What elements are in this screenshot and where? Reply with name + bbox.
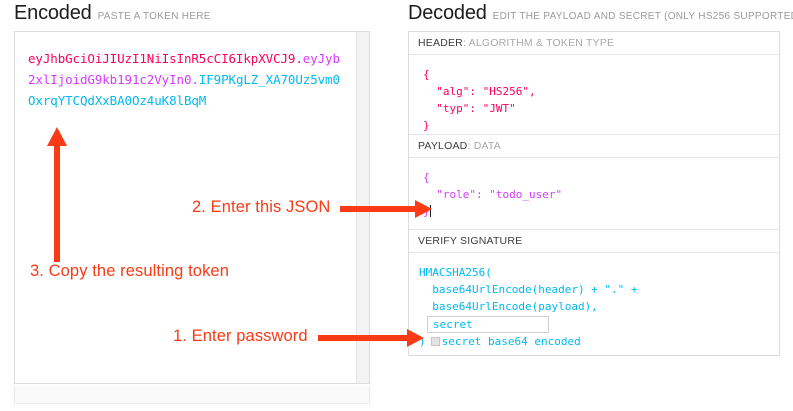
encoded-heading: Encoded PASTE A TOKEN HERE xyxy=(14,2,211,25)
token-header-segment: eyJhbGciOiJIUzI1NiIsInR5cCI6IkpXVCJ9 xyxy=(28,51,296,66)
payload-section-label: PAYLOAD: DATA xyxy=(409,135,779,158)
arrow-head xyxy=(47,127,67,146)
signature-formula: HMACSHA256( base64UrlEncode(header) + ".… xyxy=(409,253,779,355)
token-separator-2: . xyxy=(191,72,199,87)
hmac-line-3: base64UrlEncode(payload), xyxy=(419,300,598,313)
annotation-2-label: 2. Enter this JSON xyxy=(192,198,331,216)
decoded-panel: HEADER: ALGORITHM & TOKEN TYPE { "alg": … xyxy=(408,31,780,356)
decoded-title: Decoded xyxy=(408,2,487,24)
signature-section-label: VERIFY SIGNATURE xyxy=(409,230,779,253)
signature-section: VERIFY SIGNATURE HMACSHA256( base64UrlEn… xyxy=(409,230,779,355)
payload-json-editor[interactable]: { "role": "todo_user" } xyxy=(409,158,779,229)
token-payload-segment: eyJyb2xlIjoidG9kb191c2VyIn0 xyxy=(28,51,340,87)
header-label-strong: HEADER xyxy=(418,37,463,49)
arrow-head xyxy=(415,200,432,218)
signature-label-strong: VERIFY SIGNATURE xyxy=(418,235,523,247)
hmac-line-1: HMACSHA256( xyxy=(419,266,492,279)
payload-section: PAYLOAD: DATA { "role": "todo_user" } xyxy=(409,135,779,230)
token-separator-1: . xyxy=(295,51,303,66)
encoded-title: Encoded xyxy=(14,2,92,24)
arrow-shaft xyxy=(340,206,416,212)
arrow-shaft xyxy=(54,144,60,262)
hmac-line-2: base64UrlEncode(header) + "." + xyxy=(419,283,638,296)
header-label-dim: : ALGORITHM & TOKEN TYPE xyxy=(462,37,615,49)
base64-encoded-checkbox[interactable] xyxy=(430,336,440,346)
annotation-1-label: 1. Enter password xyxy=(173,327,308,345)
annotation-1-arrow-icon xyxy=(318,329,424,347)
payload-label-strong: PAYLOAD xyxy=(418,140,468,152)
payload-label-dim: : DATA xyxy=(467,140,501,152)
encoded-token-text[interactable]: eyJhbGciOiJIUzI1NiIsInR5cCI6IkpXVCJ9.eyJ… xyxy=(28,48,346,111)
token-signature-segment: IF9PKgLZ_XA70Uz5vm0OxrqYTCQdXxBA0Oz4uK8l… xyxy=(28,72,340,108)
arrow-shaft xyxy=(318,335,408,341)
annotation-3-label: 3. Copy the resulting token xyxy=(30,262,229,280)
annotation-2-arrow-icon xyxy=(340,200,432,218)
secret-input[interactable] xyxy=(427,315,549,333)
header-section-label: HEADER: ALGORITHM & TOKEN TYPE xyxy=(409,32,779,55)
header-section: HEADER: ALGORITHM & TOKEN TYPE { "alg": … xyxy=(409,32,779,135)
base64-encoded-label[interactable]: secret base64 encoded xyxy=(441,334,581,348)
decoded-heading: Decoded EDIT THE PAYLOAD AND SECRET (ONLY… xyxy=(408,2,793,25)
encoded-subtitle: PASTE A TOKEN HERE xyxy=(97,11,211,22)
encoded-footer-strip xyxy=(14,386,370,404)
arrow-head xyxy=(407,329,424,347)
annotation-3-arrow-icon xyxy=(47,127,67,262)
header-json-editor[interactable]: { "alg": "HS256", "typ": "JWT" } xyxy=(423,68,536,132)
payload-json-text: { "role": "todo_user" } xyxy=(423,171,563,218)
decoded-subtitle: EDIT THE PAYLOAD AND SECRET (ONLY HS256 … xyxy=(492,11,793,22)
